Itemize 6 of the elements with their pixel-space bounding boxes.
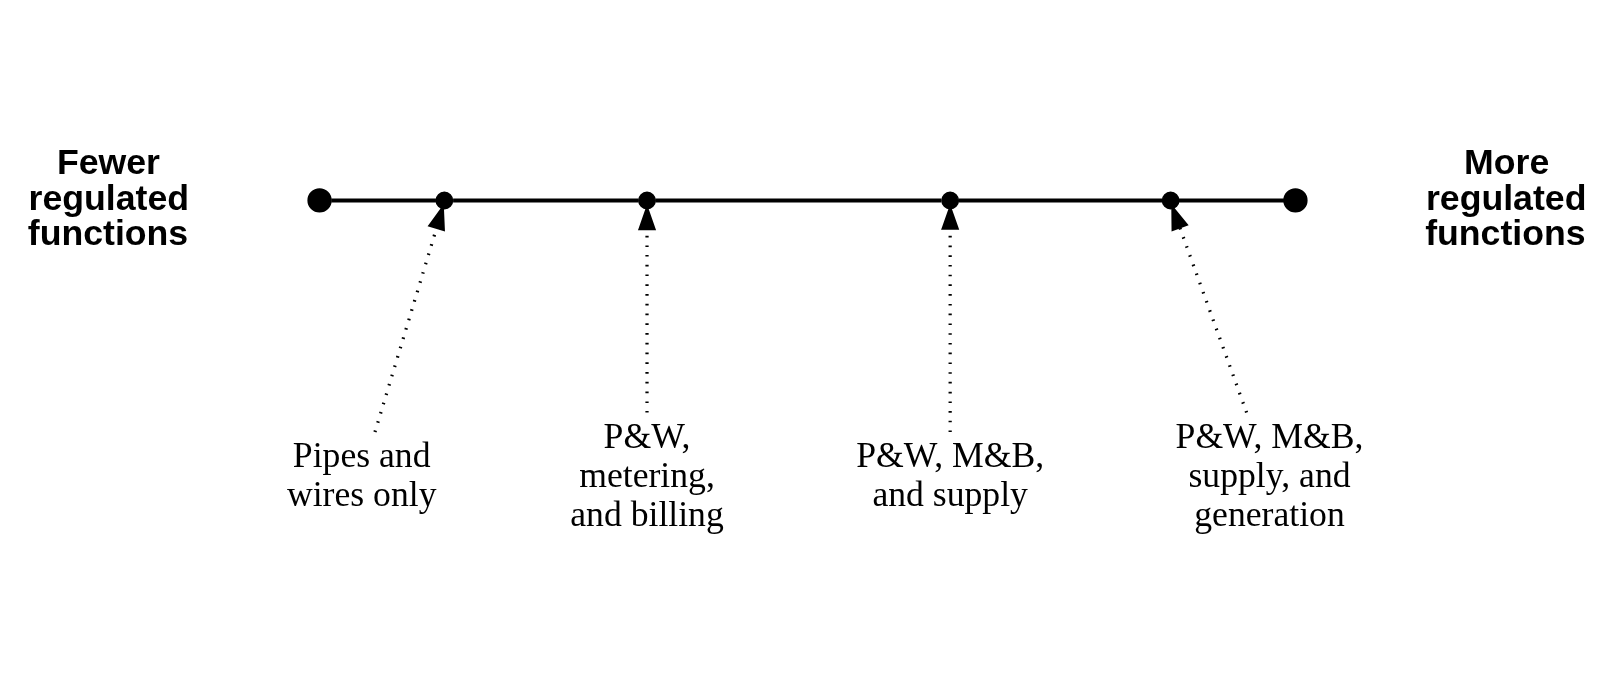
node-text: P&W, metering, and billing [570, 415, 724, 534]
label: Fewer regulated functions [27, 141, 190, 254]
node-text: P&W, M&B, supply, and generation [1175, 415, 1364, 534]
label: More regulated functions [1425, 141, 1587, 254]
node-text: P&W, M&B, and supply [856, 435, 1045, 515]
node-text: Pipes and wires only [286, 435, 437, 515]
